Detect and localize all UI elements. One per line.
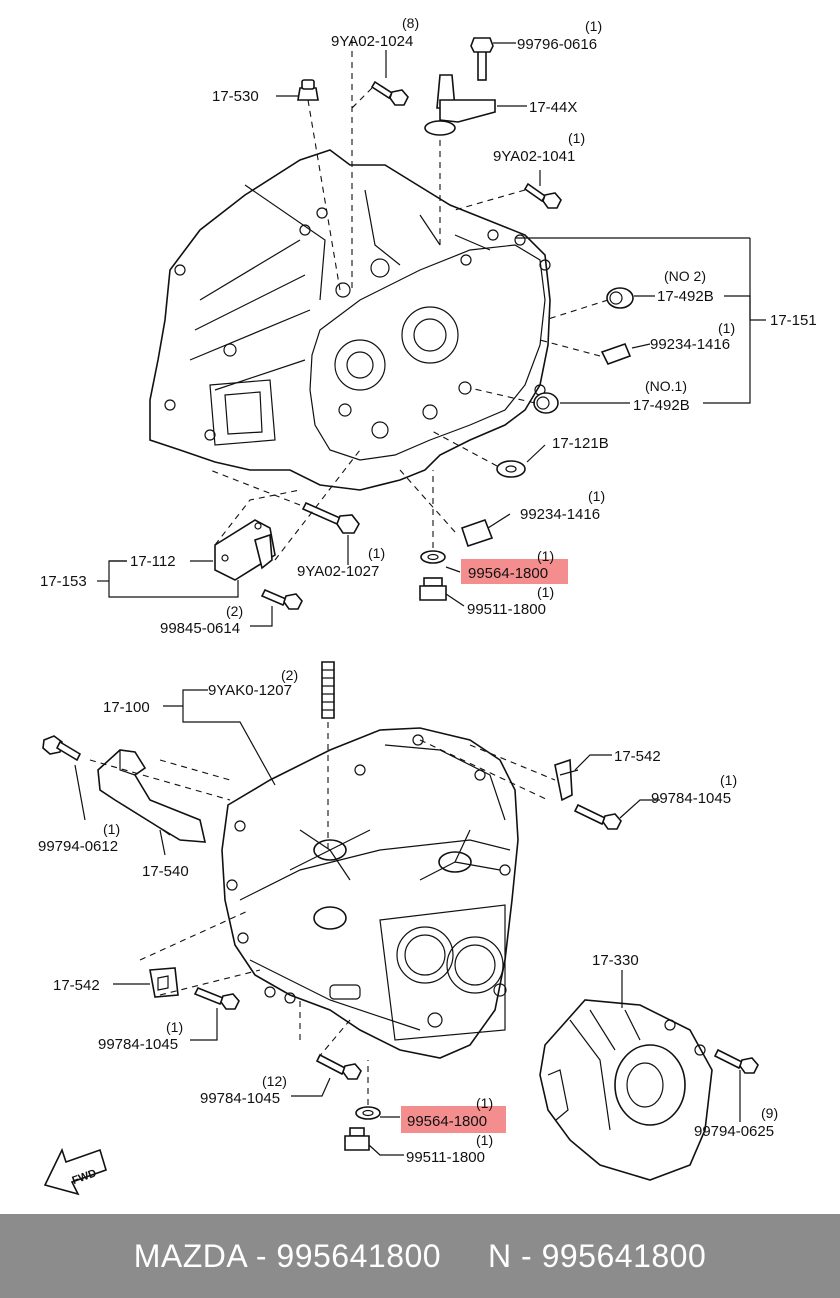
no-label: (NO.1) [645,378,687,394]
part-number-label: 17-44X [529,99,577,116]
part-number-label-highlighted: 99564-1800 [468,565,548,582]
part-number-label: 17-153 [40,573,87,590]
part-number-label: 17-112 [130,553,176,570]
part-number-label: 99794-0625 [694,1123,774,1140]
qty-label: (2) [226,603,243,619]
qty-label: (1) [537,548,554,564]
qty-label: (1) [585,18,602,34]
part-number-label: 17-540 [142,863,189,880]
part-number-label: 9YA02-1024 [331,33,413,50]
qty-label: (12) [262,1073,287,1089]
qty-label: (1) [368,545,385,561]
upper-dashed-lines [209,40,609,561]
part-number-label: 99511-1800 [467,601,546,618]
part-number-label: 99784-1045 [651,790,731,807]
qty-label: (2) [281,667,298,683]
qty-label: (9) [761,1105,778,1121]
no-label: (NO 2) [664,268,706,284]
part-number-label: 17-100 [103,699,150,716]
part-number-label: 17-542 [614,748,661,765]
qty-label: (1) [568,130,585,146]
lower-dashed-lines [89,722,556,1105]
qty-label: (1) [720,772,737,788]
part-number-label-highlighted: 99564-1800 [407,1113,487,1130]
qty-label: (8) [402,15,419,31]
part-number-label: 17-151 [770,312,817,329]
part-number-label: 9YA02-1041 [493,148,575,165]
qty-label: (1) [718,320,735,336]
lower-small-parts [42,661,759,1151]
qty-label: (1) [166,1019,183,1035]
upper-leader-lines [97,42,766,627]
qty-label: (1) [537,584,554,600]
part-number-label: 99784-1045 [200,1090,280,1107]
qty-label: (1) [588,488,605,504]
lower-leader-lines [74,689,741,1156]
part-number-label: 17-121B [552,435,609,452]
fwd-arrow-icon: FWD [43,1147,107,1196]
qty-label: (1) [476,1132,493,1148]
part-number-label: 99234-1416 [650,336,730,353]
part-number-label: 99794-0612 [38,838,118,855]
cover-17-330 [539,999,713,1181]
part-number-label: 17-542 [53,977,100,994]
highlight-99564-1800-lower [401,1106,506,1133]
part-number-label: 17-492B [633,397,690,414]
part-number-label: 99784-1045 [98,1036,178,1053]
upper-transaxle-case [149,149,551,491]
part-number-label: 99845-0614 [160,620,240,637]
part-number-label: 17-330 [592,952,639,969]
footer-part-number-text: MAZDA - 995641800 N - 995641800 [133,1237,707,1274]
qty-label: (1) [476,1095,493,1111]
part-number-label: 9YAK0-1207 [208,682,292,699]
upper-small-parts [214,37,634,610]
highlight-99564-1800-upper [461,559,568,584]
part-labels: (8) 9YA02-1024 (1) 99796-0616 17-530 17-… [38,15,817,1166]
parts-diagram: FWD (8) 9YA02-1024 (1) 99796-0616 17-530… [38,15,817,1196]
footer-bar: MAZDA - 995641800 N - 995641800 [0,1214,840,1298]
qty-label: (1) [103,821,120,837]
part-number-label: 99234-1416 [520,506,600,523]
part-number-label: 9YA02-1027 [297,563,379,580]
part-number-label: 99796-0616 [517,36,597,53]
lower-clutch-housing [221,727,519,1059]
part-number-label: 17-492B [657,288,714,305]
part-number-label: 99511-1800 [406,1149,485,1166]
part-number-label: 17-530 [212,88,259,105]
